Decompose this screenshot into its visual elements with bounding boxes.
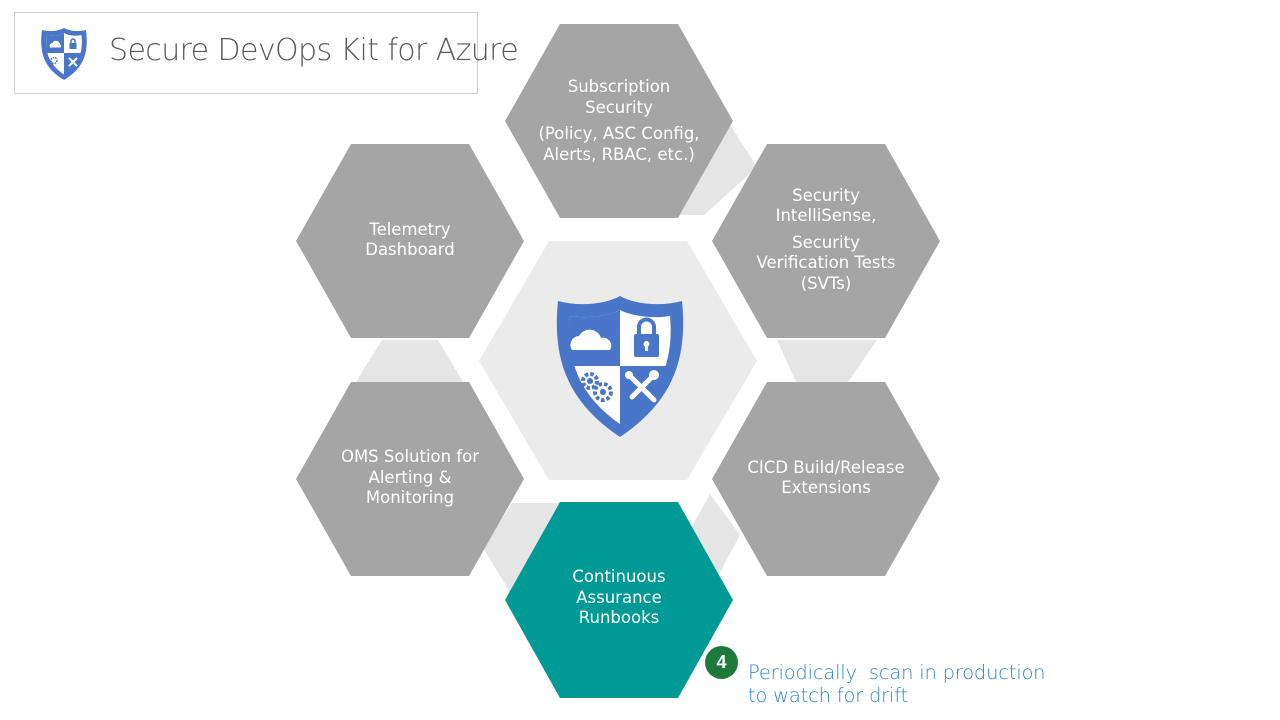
label-security-intellisense: Security IntelliSense, Security Verifica… xyxy=(722,160,930,320)
title-box: Secure DevOps Kit for Azure xyxy=(14,12,519,94)
label-cicd-extensions: CICD Build/Release Extensions xyxy=(722,438,930,518)
gears-icon xyxy=(581,372,613,402)
label-line: OMS Solution for xyxy=(340,447,480,467)
label-line: CICD Build/Release xyxy=(747,457,905,477)
connector-bottom-right xyxy=(690,494,740,576)
hex-security-intellisense xyxy=(712,144,940,338)
connector-top-right xyxy=(680,125,757,215)
label-line: Assurance xyxy=(576,587,662,607)
label-line: Alerting & xyxy=(368,467,452,487)
label-line: Dashboard xyxy=(365,240,455,259)
callout-note: Periodically scan in production to watch… xyxy=(748,661,1046,707)
callout-line: Periodically scan in production xyxy=(748,661,1046,684)
hex-telemetry-dashboard xyxy=(296,144,524,338)
lock-icon xyxy=(634,317,659,357)
label-line: Runbooks xyxy=(578,608,660,628)
hex-subscription-security xyxy=(505,24,733,218)
page-title: Secure DevOps Kit for Azure xyxy=(109,33,519,68)
hex-cicd-extensions xyxy=(712,382,940,576)
azsk-shield-icon xyxy=(556,296,684,437)
label-line: Subscription xyxy=(567,77,671,96)
hex-continuous-assurance xyxy=(505,502,733,698)
label-oms-solution: OMS Solution for Alerting & Monitoring xyxy=(310,438,510,518)
label-line: Security xyxy=(792,185,860,205)
label-line: Alerts, RBAC, etc.) xyxy=(543,144,695,164)
step-number-badge: 4 xyxy=(705,646,738,679)
label-line: Continuous xyxy=(572,567,666,587)
hex-oms-solution xyxy=(296,382,524,576)
label-line: Telemetry xyxy=(369,219,451,239)
cloud-icon xyxy=(570,329,612,350)
label-continuous-assurance: Continuous Assurance Runbooks xyxy=(518,558,720,638)
label-line: Monitoring xyxy=(365,488,455,508)
label-subscription-security: Subscription Security (Policy, ASC Confi… xyxy=(518,44,720,198)
callout-line: to watch for drift xyxy=(748,684,908,707)
label-telemetry-dashboard: Telemetry Dashboard xyxy=(310,200,510,280)
label-line: Extensions xyxy=(781,478,871,497)
label-line: (SVTs) xyxy=(800,273,852,293)
connector-left xyxy=(356,340,463,382)
label-line: Security xyxy=(792,232,860,252)
tools-icon xyxy=(625,370,659,403)
connector-right xyxy=(777,340,877,382)
connector-bottom-left xyxy=(483,503,560,592)
label-line: (Policy, ASC Config, xyxy=(538,124,700,143)
label-line: Verification Tests xyxy=(756,253,896,273)
label-line: IntelliSense, xyxy=(775,206,877,226)
shield-logo-icon xyxy=(41,28,87,80)
label-line: Security xyxy=(585,97,653,117)
